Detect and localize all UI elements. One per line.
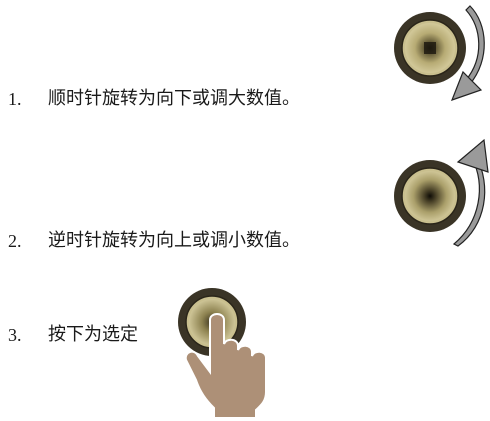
instruction-item-2: 2. 逆时针旋转为向上或调小数值。 <box>0 226 400 256</box>
instruction-number: 1. <box>8 89 22 109</box>
instruction-text: 按下为选定 <box>48 324 138 345</box>
instruction-text: 逆时针旋转为向上或调小数值。 <box>48 230 300 251</box>
knob-rotate-clockwise-icon <box>394 5 485 101</box>
knob-rotate-counterclockwise-icon <box>394 138 489 247</box>
instruction-number: 2. <box>8 231 22 251</box>
instruction-text: 顺时针旋转为向下或调大数值。 <box>48 88 300 109</box>
instruction-item-1: 1. 顺时针旋转为向下或调大数值。 <box>0 84 400 114</box>
instruction-number: 3. <box>8 325 22 345</box>
instruction-item-3: 3. 按下为选定 <box>0 320 200 350</box>
knob-press-hand-icon <box>178 288 267 418</box>
